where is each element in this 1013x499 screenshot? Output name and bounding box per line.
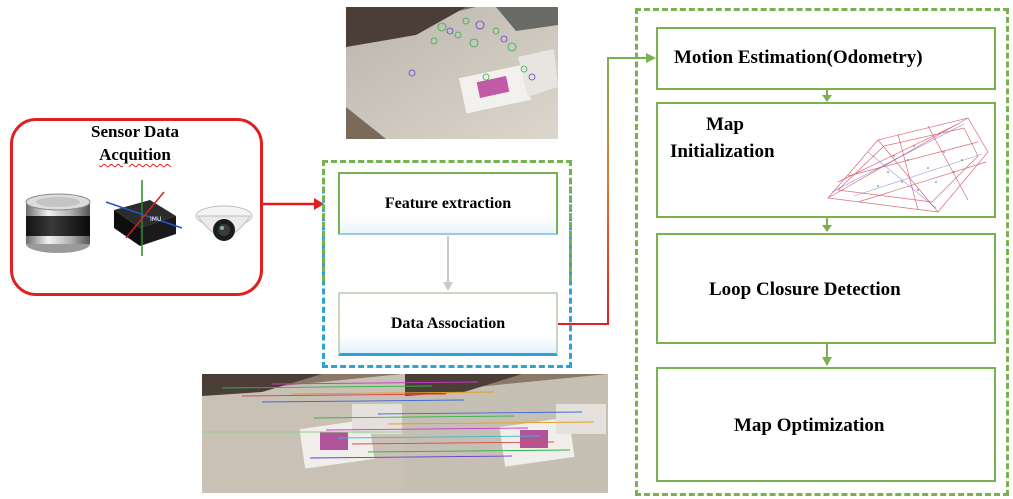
- feature-extraction-label: Feature extraction: [384, 194, 512, 212]
- map-initialization-label-line2: Initialization: [670, 141, 775, 162]
- motion-to-mapinit-arrow: [822, 90, 832, 102]
- top-keypoint-image: [346, 7, 558, 139]
- camera-sensor-icon: [195, 205, 253, 241]
- mapinit-to-loop-arrow: [822, 218, 832, 232]
- sensor-acquisition-box: [10, 118, 263, 296]
- sensor-to-frontend-arrow: [262, 198, 324, 210]
- map-optimization-label: Map Optimization: [734, 415, 885, 436]
- feature-to-association-arrow: [443, 236, 453, 291]
- lidar-sensor-icon: [25, 193, 91, 253]
- map-optimization-box: Map Optimization: [656, 367, 996, 482]
- map-initialization-label-line1: Map: [706, 114, 744, 135]
- loop-closure-detection-label: Loop Closure Detection: [709, 279, 901, 300]
- point-cloud-map-image: [827, 117, 989, 213]
- data-association-box: Data Association: [338, 292, 558, 356]
- data-association-label: Data Association: [390, 314, 506, 332]
- loop-to-optimization-arrow: [822, 344, 832, 366]
- sensor-title-line1: Sensor Data: [91, 122, 179, 141]
- loop-closure-detection-box: Loop Closure Detection: [656, 233, 996, 344]
- front-end-group: [322, 160, 572, 368]
- bottom-matching-image: [202, 374, 608, 493]
- imu-label: IMU: [150, 216, 161, 223]
- imu-sensor-icon: IMU: [105, 180, 183, 256]
- map-initialization-box: Map Initialization: [656, 102, 996, 218]
- sensor-title-line2: Acquition: [99, 145, 171, 164]
- sensor-title: Sensor Data Acquition: [60, 120, 210, 166]
- motion-estimation-label: Motion Estimation(Odometry): [674, 47, 923, 68]
- frontend-to-backend-arrow: [558, 53, 656, 325]
- back-end-group: [635, 8, 1009, 496]
- motion-estimation-box: Motion Estimation(Odometry): [656, 27, 996, 90]
- feature-extraction-box: Feature extraction: [338, 172, 558, 235]
